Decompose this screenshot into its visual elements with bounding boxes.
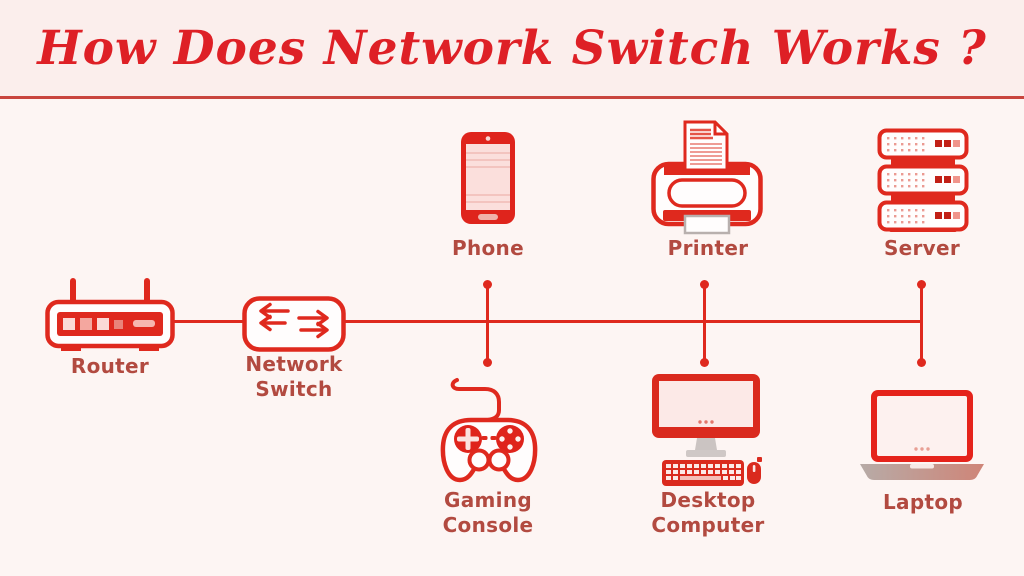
- main-bus-line: [168, 320, 922, 323]
- printer-node: [649, 120, 765, 240]
- gamepad-icon: [440, 378, 538, 483]
- gaming-console-node: [437, 362, 541, 490]
- server-label: Server: [883, 236, 961, 260]
- laptop-label: Laptop: [883, 490, 963, 514]
- desktop-computer-label: Desktop Computer: [651, 488, 765, 537]
- title-divider: [0, 96, 1024, 99]
- network-switch-icon: [242, 296, 346, 352]
- title-bar: How Does Network Switch Works ?: [0, 0, 1024, 96]
- page-title: How Does Network Switch Works ?: [37, 20, 987, 76]
- connection-dot: [917, 280, 926, 289]
- connection-dot: [700, 280, 709, 289]
- router-icon: [45, 278, 175, 351]
- branch-line-phone-gaming: [486, 284, 489, 363]
- connection-dot: [483, 280, 492, 289]
- router-label: Router: [70, 354, 150, 378]
- smartphone-icon: [461, 132, 515, 224]
- branch-line-printer-desktop: [703, 284, 706, 363]
- printer-icon: [651, 120, 763, 235]
- server-node: [877, 128, 969, 238]
- phone-node: [459, 130, 517, 230]
- network-switch-label: Network Switch: [245, 352, 343, 401]
- network-switch-node: [242, 296, 346, 356]
- connection-dot: [917, 358, 926, 367]
- router-node: [45, 274, 175, 358]
- printer-label: Printer: [667, 236, 749, 260]
- laptop-node: [858, 388, 986, 486]
- phone-label: Phone: [452, 236, 524, 260]
- connection-dot: [700, 358, 709, 367]
- gaming-console-label: Gaming Console: [442, 488, 534, 537]
- branch-line-server-laptop: [920, 284, 923, 363]
- server-rack-icon: [877, 128, 969, 232]
- desktop-computer-node: [650, 372, 762, 490]
- laptop-icon: [860, 390, 984, 480]
- connection-dot: [483, 358, 492, 367]
- desktop-computer-icon: [652, 374, 762, 486]
